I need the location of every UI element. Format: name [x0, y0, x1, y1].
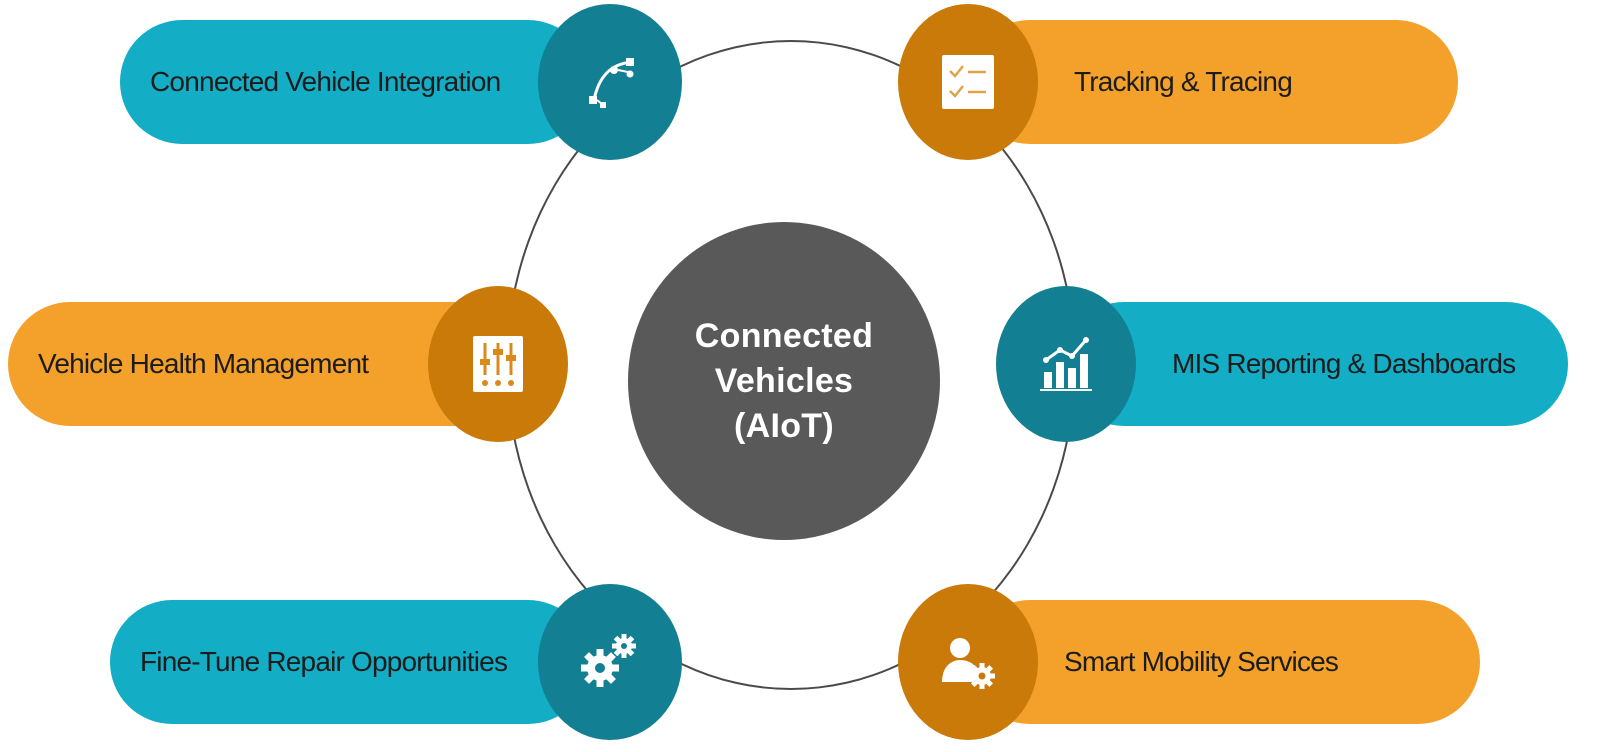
feature-label: Fine-Tune Repair Opportunities — [140, 646, 508, 677]
feature-label: MIS Reporting & Dashboards — [1172, 348, 1516, 379]
feature-smart-mobility-services: Smart Mobility Services — [968, 600, 1480, 724]
feature-tracking-tracing: Tracking & Tracing — [968, 20, 1458, 144]
feature-fine-tune-repair: Fine-Tune Repair Opportunities — [110, 600, 590, 724]
feature-label: Tracking & Tracing — [1074, 66, 1293, 97]
hub-title: Connected Vehicles (AIoT) — [694, 316, 874, 445]
gears-icon — [538, 584, 682, 740]
feature-label: Connected Vehicle Integration — [150, 66, 501, 97]
feature-label: Vehicle Health Management — [38, 348, 369, 379]
vector-curve-icon — [538, 4, 682, 160]
checklist-icon — [898, 4, 1038, 160]
bar-chart-trend-icon — [996, 286, 1136, 442]
feature-label: Smart Mobility Services — [1064, 646, 1339, 677]
feature-mis-reporting-dashboards: MIS Reporting & Dashboards — [1062, 302, 1568, 426]
feature-connected-vehicle-integration: Connected Vehicle Integration — [120, 20, 590, 144]
equalizer-sliders-icon — [428, 286, 568, 442]
user-gear-icon — [898, 584, 1038, 740]
center-hub: Connected Vehicles (AIoT) — [628, 222, 940, 540]
